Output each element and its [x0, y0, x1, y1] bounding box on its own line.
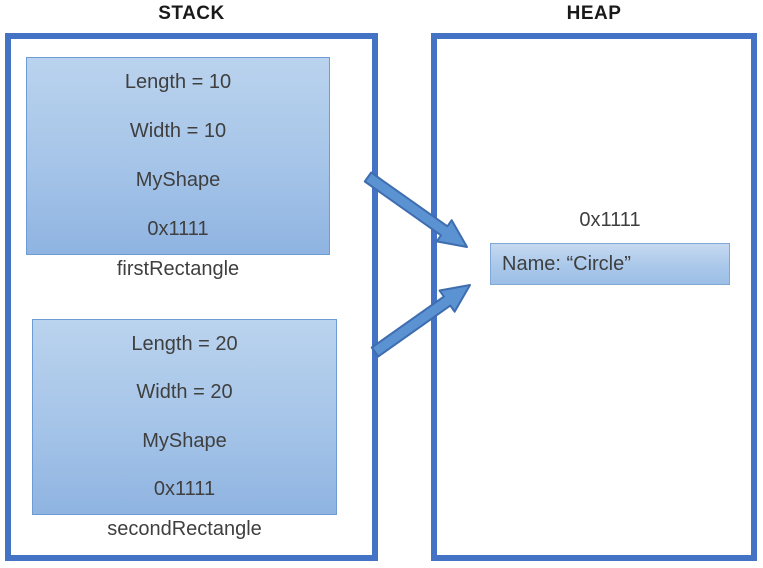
- stack-title: STACK: [158, 3, 225, 24]
- field-type: MyShape: [142, 429, 227, 452]
- stack-frame-first-label: firstRectangle: [116, 258, 240, 280]
- heap-object-box: Name: “Circle”: [490, 243, 730, 285]
- heap-object-value: Name: “Circle”: [502, 252, 631, 275]
- heap-object-address: 0x1111: [579, 209, 641, 231]
- field-reference-address: 0x1111: [153, 478, 216, 501]
- stack-frame-second-label: secondRectangle: [107, 518, 262, 540]
- field-length: Length = 10: [124, 71, 232, 93]
- field-width: Width = 20: [136, 381, 233, 404]
- field-reference-address: 0x1111: [147, 218, 209, 240]
- heap-region: [431, 33, 757, 561]
- field-width: Width = 10: [129, 120, 227, 142]
- field-type: MyShape: [135, 169, 221, 191]
- stack-frame-first-rectangle: Length = 10 Width = 10 MyShape 0x1111: [26, 57, 330, 255]
- field-length: Length = 20: [131, 332, 238, 355]
- heap-title: HEAP: [566, 3, 622, 24]
- stack-frame-second-rectangle: Length = 20 Width = 20 MyShape 0x1111: [32, 319, 337, 515]
